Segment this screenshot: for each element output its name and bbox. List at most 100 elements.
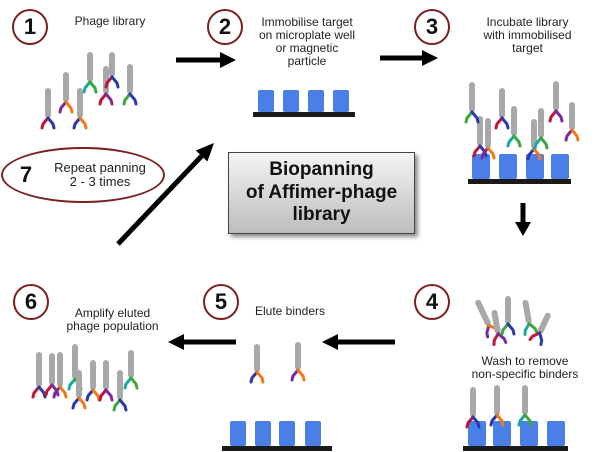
- flow-arrowhead: [422, 50, 438, 66]
- phage-body: [117, 370, 123, 400]
- phage-icon: [526, 119, 542, 161]
- affimer-binder-right: [527, 322, 539, 334]
- affimer-binder-left: [564, 128, 574, 142]
- target-block: [547, 421, 565, 446]
- affimer-binder-right: [110, 75, 120, 89]
- flow-arrowhead: [220, 52, 236, 68]
- affimer-binder-left: [104, 75, 114, 89]
- phage-body: [87, 52, 93, 82]
- affimer-binder-left: [485, 323, 491, 339]
- affimer-binder-left: [31, 385, 41, 399]
- phage-body: [254, 344, 260, 372]
- phage-icon: [489, 385, 505, 427]
- phage-body: [470, 387, 476, 417]
- phage-body: [499, 88, 505, 118]
- phage-body: [109, 52, 115, 77]
- step-2-label: Immobilise target on microplate well or …: [258, 15, 356, 68]
- phage-icon: [564, 102, 580, 142]
- affimer-binder-right: [50, 383, 60, 397]
- phage-body: [505, 296, 511, 324]
- phage-body: [531, 119, 537, 149]
- affimer-binder-right: [506, 322, 516, 336]
- affimer-binder-left: [112, 398, 122, 412]
- target-block: [283, 90, 299, 112]
- phage-icon: [522, 299, 539, 337]
- affimer-binder-left: [290, 368, 300, 382]
- phage-icon: [85, 360, 101, 402]
- target-block: [230, 421, 246, 446]
- flow-arrowhead: [322, 334, 338, 350]
- affimer-binder-left: [517, 413, 527, 427]
- affimer-binder-left: [40, 116, 50, 130]
- affimer-binder-right: [570, 128, 580, 142]
- phage-body: [569, 102, 575, 130]
- phage-icon: [465, 387, 481, 429]
- affimer-binder-left: [548, 109, 558, 123]
- affimer-binder-left: [44, 383, 54, 397]
- phage-icon: [40, 88, 56, 130]
- diagram-title: Biopanning of Affimer-phage library: [245, 158, 398, 226]
- step-3-badge: 3: [414, 9, 450, 45]
- phage-icon: [480, 118, 496, 160]
- target-block: [499, 154, 517, 179]
- surface-bar: [222, 446, 332, 451]
- phage-icon: [104, 52, 120, 89]
- phage-icon: [464, 82, 480, 124]
- phage-body: [128, 350, 134, 378]
- flow-arrow-shaft: [116, 154, 204, 246]
- affimer-binder-right: [532, 147, 542, 161]
- affimer-binder-left: [464, 110, 474, 124]
- affimer-binder-left: [500, 322, 510, 336]
- phage-icon: [123, 350, 139, 390]
- affimer-binder-left: [98, 92, 108, 106]
- affimer-binder-right: [104, 388, 114, 402]
- step-4-badge: 4: [414, 284, 450, 320]
- affimer-binder-left: [492, 332, 500, 347]
- affimer-binder-left: [98, 388, 108, 402]
- target-block: [493, 421, 511, 446]
- flow-arrowhead: [515, 222, 531, 236]
- affimer-binder-left: [489, 413, 499, 427]
- affimer-binder-left: [72, 116, 82, 130]
- affimer-binder-left: [523, 322, 531, 337]
- affimer-binder-left: [249, 370, 259, 384]
- phage-body: [477, 116, 483, 146]
- phage-body: [49, 353, 55, 385]
- phage-icon: [533, 108, 549, 150]
- phage-body: [45, 88, 51, 118]
- phage-body: [63, 72, 69, 102]
- affimer-binder-right: [296, 368, 306, 382]
- surface-bar: [463, 446, 568, 451]
- affimer-binder-right: [46, 116, 56, 130]
- target-block: [279, 421, 295, 446]
- affimer-binder-left: [82, 80, 92, 94]
- surface-bar: [253, 112, 355, 117]
- phage-body: [295, 342, 301, 370]
- phage-body: [103, 360, 109, 390]
- affimer-binder-right: [129, 376, 139, 390]
- phage-body: [127, 64, 133, 94]
- phage-body: [522, 385, 528, 415]
- phage-body: [553, 81, 559, 111]
- step-7-label: Repeat panning 2 - 3 times: [54, 160, 146, 190]
- affimer-binder-right: [512, 134, 522, 148]
- phage-icon: [31, 352, 47, 399]
- target-block: [472, 154, 490, 179]
- phage-body: [494, 385, 500, 415]
- step-1-label: Phage library: [74, 14, 146, 28]
- affimer-binder-left: [506, 134, 516, 148]
- phage-body: [538, 108, 544, 138]
- step-2-badge: 2: [207, 9, 243, 45]
- target-block: [308, 90, 324, 112]
- affimer-binder-right: [495, 413, 505, 427]
- target-block: [468, 421, 486, 446]
- affimer-binder-right: [538, 331, 544, 347]
- phage-icon: [494, 88, 510, 130]
- affimer-binder-right: [128, 92, 138, 106]
- step-7-ellipse: 7 Repeat panning 2 - 3 times: [1, 147, 165, 203]
- affimer-binder-left: [85, 388, 95, 402]
- phage-body: [537, 312, 551, 334]
- step-4-label: Wash to remove non-specific binders: [471, 354, 579, 381]
